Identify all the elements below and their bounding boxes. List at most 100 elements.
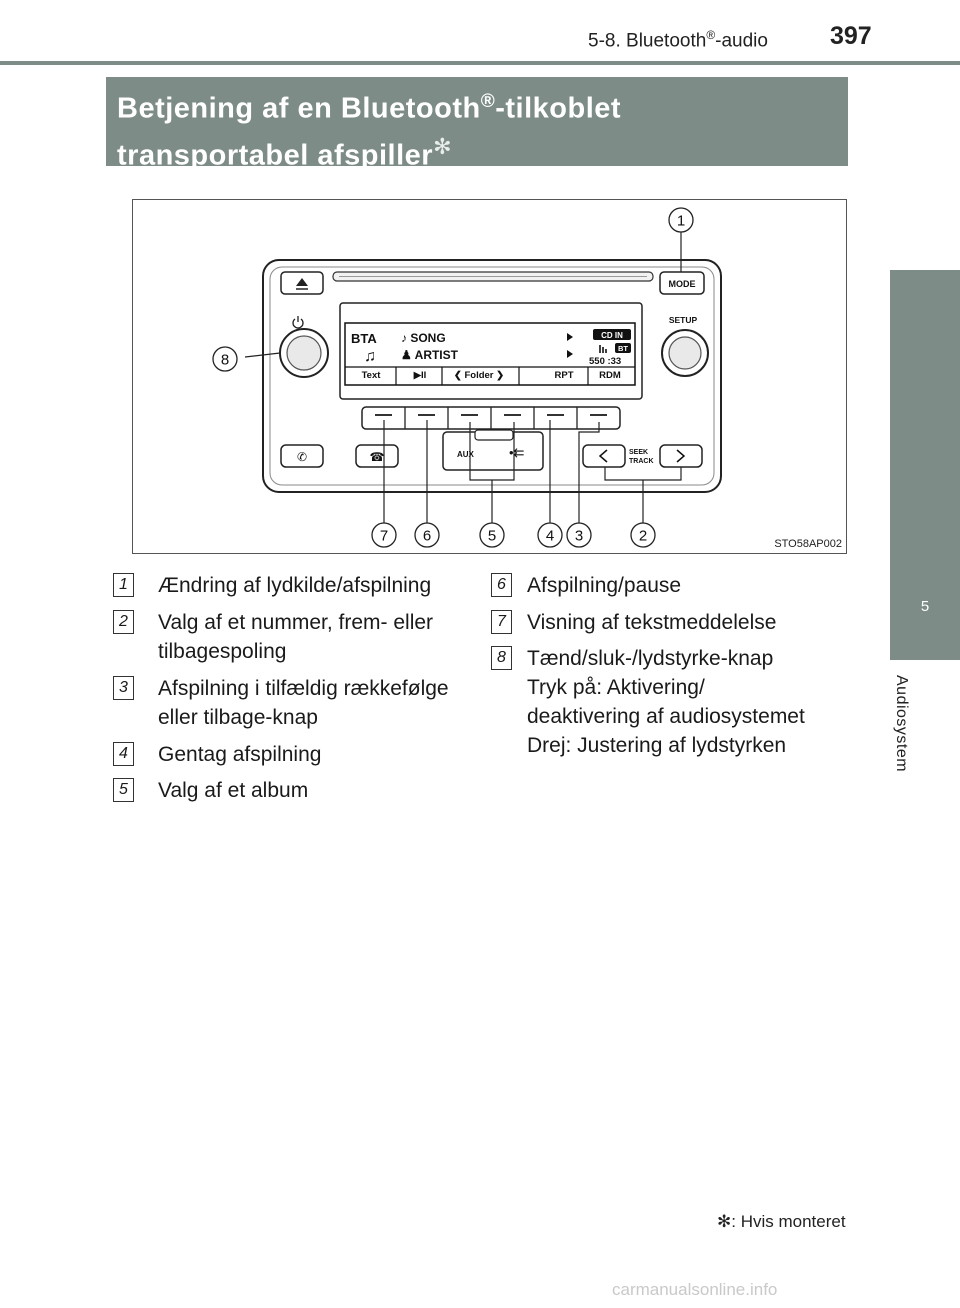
- legend-text: Valg af et nummer, frem- eller tilbagesp…: [158, 611, 434, 663]
- footnote: ✻: Hvis monteret: [717, 1212, 846, 1231]
- callout-circle-3: [566, 522, 592, 548]
- callout-number-4: 4: [546, 528, 554, 545]
- power-icon: [292, 318, 304, 329]
- softkey-label: ❮ Folder ❯: [454, 370, 504, 381]
- signal-icon: [599, 345, 607, 353]
- legend-text: Visning af tekstmeddelelse: [527, 611, 777, 634]
- softkey-label: Text: [362, 370, 382, 381]
- eject-icon: [296, 278, 308, 286]
- legend-text: Afspilning/pause: [527, 574, 682, 597]
- callout-number-2: 2: [639, 528, 647, 545]
- callout-leader-lines: [244, 232, 682, 523]
- display-song: ♪ SONG: [401, 331, 446, 345]
- legend-line: Tænd/sluk-/lydstyrke-knap: [527, 647, 774, 670]
- legend-text: Valg af et album: [158, 779, 309, 802]
- legend-text: Gentag afspilning: [158, 743, 322, 766]
- legend-badge: 6: [491, 573, 512, 597]
- callout-number-5: 5: [488, 528, 496, 545]
- callout-circle-6: [414, 522, 440, 548]
- legend-badge: 4: [113, 742, 134, 766]
- header-rule: [0, 61, 960, 65]
- legend-badge: 3: [113, 676, 134, 700]
- setup-label: SETUP: [669, 315, 698, 325]
- softkey-labels: Text ▶II ❮ Folder ❯ RPT RDM: [362, 367, 621, 385]
- callout-number-3: 3: [575, 528, 583, 545]
- seek-down-icon: [598, 449, 608, 463]
- section-title-box: Betjening af en Bluetooth®-tilkoblet tra…: [106, 77, 848, 171]
- power-volume-knob-cap: [286, 335, 322, 371]
- chapter-number: 5: [920, 598, 930, 615]
- leader-8: [244, 352, 281, 358]
- legend-badge: 7: [491, 610, 512, 634]
- phone-hangup-button[interactable]: [355, 444, 399, 468]
- mode-label: MODE: [669, 279, 696, 289]
- legend-text: Ændring af lydkilde/afspilning: [158, 574, 432, 597]
- title-registered-mark: ®: [480, 91, 496, 112]
- title-line-2: transportabel afspiller✻: [117, 128, 838, 175]
- softkey-label: RPT: [555, 370, 574, 381]
- leader-3: [578, 422, 600, 523]
- callout-circle-2: [630, 522, 656, 548]
- softkey-label: ▶II: [413, 370, 427, 381]
- cd-in-label: CD IN: [601, 331, 623, 340]
- audio-panel-figure: MODE SETUP BTA ♪ SONG ♟ ARTIST ♫ CD IN B…: [132, 199, 847, 554]
- legend-badge: 8: [491, 646, 512, 670]
- display-artist: ♟ ARTIST: [401, 348, 459, 362]
- legend-text: Afspilning i tilfældig rækkefølge eller …: [158, 677, 449, 729]
- legend-line: Tryk på: Aktivering/: [527, 676, 705, 699]
- preset-buttons: [361, 406, 621, 430]
- title-line1-suffix: -tilkoblet: [495, 92, 622, 125]
- callout-number-7: 7: [380, 528, 388, 545]
- section-suffix: -audio: [715, 30, 768, 52]
- chapter-label-text: Audiosystem: [893, 675, 910, 773]
- chapter-tab: [890, 270, 960, 660]
- cd-in-indicator: [593, 329, 631, 340]
- callout-circle-4: [537, 522, 563, 548]
- title-line2-text: transportabel afspiller: [117, 139, 434, 172]
- callout-circle-7: [371, 522, 397, 548]
- callout-number-6: 6: [423, 528, 431, 545]
- registered-mark: ®: [706, 28, 716, 42]
- phone-hangup-icon: ☎: [370, 450, 385, 464]
- preset-button-4[interactable]: [492, 408, 533, 428]
- page-number: 397: [830, 22, 872, 50]
- section-prefix: 5-8. Bluetooth: [588, 30, 707, 52]
- seek-track-down-button[interactable]: [582, 444, 626, 468]
- seek-up-icon: [676, 449, 686, 463]
- bt-indicator: [615, 343, 631, 353]
- phone-pickup-icon: ✆: [297, 450, 307, 464]
- display-source: BTA: [351, 331, 377, 346]
- title-line-1: Betjening af en Bluetooth®-tilkoblet: [117, 83, 838, 128]
- display-screen: [344, 322, 636, 386]
- audio-panel-illustration: MODE SETUP BTA ♪ SONG ♟ ARTIST ♫ CD IN B…: [212, 207, 722, 548]
- music-note-icon: ♫: [364, 348, 376, 365]
- mode-button[interactable]: [659, 271, 705, 295]
- aux-label: AUX: [457, 450, 475, 459]
- asterisk-icon: ✻: [433, 133, 453, 159]
- preset-button-5[interactable]: [535, 408, 576, 428]
- watermark: carmanualsonline.info: [612, 1280, 778, 1299]
- title-line1-prefix: Betjening af en Bluetooth: [117, 92, 481, 125]
- callout-circle-8: [212, 346, 238, 372]
- artist-arrow-icon: [567, 350, 573, 358]
- callout-number-8: 8: [221, 352, 229, 369]
- legend-line: Drej: Justering af lydstyrken: [527, 734, 787, 757]
- usb-icon: •⇇: [509, 445, 525, 460]
- legend-badge: 2: [113, 610, 134, 634]
- callout-circle-1: [668, 207, 694, 233]
- callout-circle-5: [479, 522, 505, 548]
- legend-badge: 1: [113, 573, 134, 597]
- phone-pickup-button[interactable]: [280, 444, 324, 468]
- legend-line: deaktivering af audiosystemet: [527, 705, 805, 728]
- song-arrow-icon: [567, 333, 573, 341]
- usb-cover: [474, 429, 514, 441]
- setup-knob-cap: [668, 336, 702, 370]
- softkey-label: RDM: [599, 370, 621, 381]
- display-time: 550 :33: [589, 356, 621, 367]
- legend-badge: 5: [113, 778, 134, 802]
- bt-label: BT: [618, 344, 628, 353]
- track-label: TRACK: [629, 458, 654, 465]
- seek-track-up-button[interactable]: [659, 444, 703, 468]
- figure-code: STO58AP002: [774, 538, 842, 550]
